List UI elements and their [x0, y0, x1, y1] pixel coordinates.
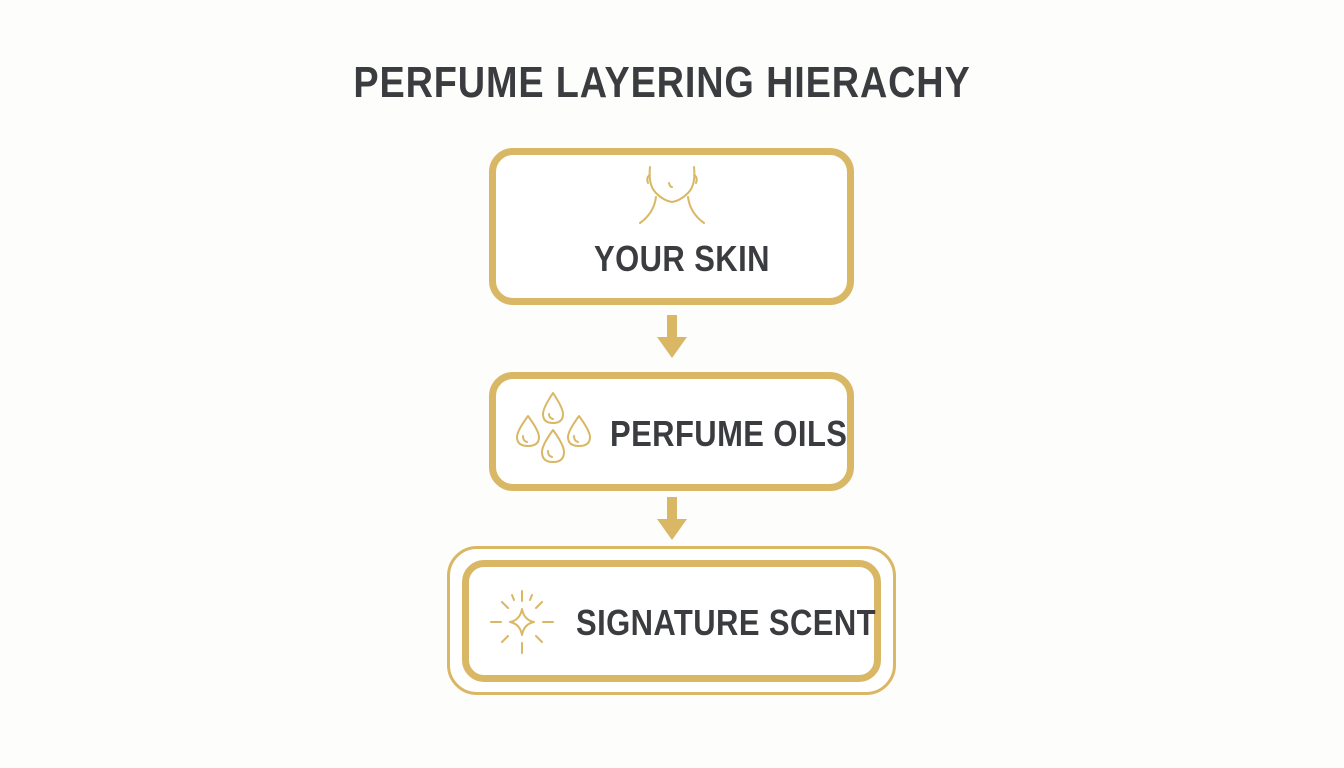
step-label-your-skin: YOUR SKIN — [594, 238, 770, 279]
step-box-your-skin — [489, 148, 854, 305]
arrow-down-icon — [657, 497, 687, 540]
step-label-perfume-oils: PERFUME OILS — [610, 413, 848, 454]
diagram-title: PERFUME LAYERING HIERACHY — [353, 58, 971, 107]
step-label-signature-scent: SIGNATURE SCENT — [576, 602, 877, 643]
oil-drops-icon — [516, 392, 591, 463]
step-box-perfume-oils — [489, 372, 854, 491]
face-neck-icon — [639, 166, 705, 224]
arrow-down-icon — [657, 315, 687, 358]
sparkle-icon — [490, 590, 554, 654]
